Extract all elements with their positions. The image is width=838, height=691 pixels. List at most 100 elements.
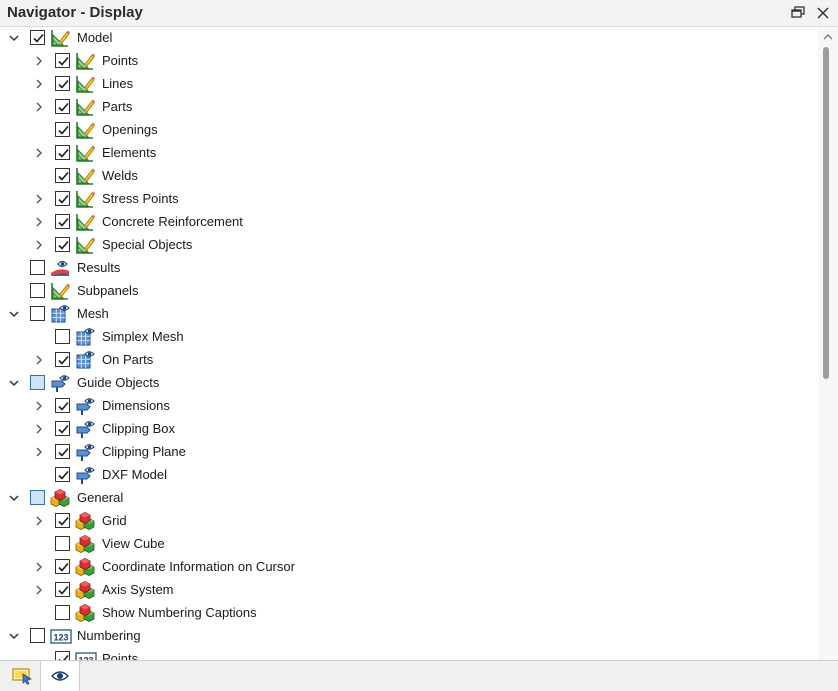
visibility-checkbox[interactable] [55, 214, 70, 229]
tree-item[interactable]: Grid [0, 510, 818, 533]
chevron-right-icon[interactable] [33, 400, 45, 412]
chevron-down-icon[interactable] [8, 377, 20, 389]
tree-item-label: Concrete Reinforcement [102, 214, 243, 229]
tree-item[interactable]: Results [0, 257, 818, 280]
tree-item[interactable]: Points [0, 50, 818, 73]
navigator-tab-bar [0, 660, 838, 691]
mesh-icon [50, 304, 70, 324]
visibility-checkbox[interactable] [55, 559, 70, 574]
chevron-down-icon[interactable] [8, 492, 20, 504]
chevron-right-icon[interactable] [33, 193, 45, 205]
tree-item[interactable]: Subpanels [0, 280, 818, 303]
tree-item[interactable]: Simplex Mesh [0, 326, 818, 349]
visibility-checkbox[interactable] [55, 168, 70, 183]
close-icon[interactable] [816, 6, 830, 20]
visibility-checkbox[interactable] [55, 76, 70, 91]
tree-item[interactable]: Model [0, 27, 818, 50]
tree-item-label: On Parts [102, 352, 154, 367]
tree-item[interactable]: DXF Model [0, 464, 818, 487]
tree-item[interactable]: Dimensions [0, 395, 818, 418]
tree-item[interactable]: Elements [0, 142, 818, 165]
tree-item[interactable]: Clipping Plane [0, 441, 818, 464]
scroll-up-arrow-icon[interactable] [822, 29, 834, 40]
tree-item-label: DXF Model [102, 467, 168, 482]
visibility-checkbox[interactable] [55, 536, 70, 551]
tree-item-label: Dimensions [102, 398, 170, 413]
tree-item[interactable]: On Parts [0, 349, 818, 372]
tree-item[interactable]: Mesh [0, 303, 818, 326]
tree-item[interactable]: Coordinate Information on Cursor [0, 556, 818, 579]
chevron-down-icon[interactable] [8, 308, 20, 320]
visibility-checkbox[interactable] [55, 582, 70, 597]
tree-item[interactable]: Parts [0, 96, 818, 119]
visibility-checkbox[interactable] [55, 53, 70, 68]
tree-item[interactable]: Show Numbering Captions [0, 602, 818, 625]
visibility-checkbox[interactable] [55, 237, 70, 252]
tree-item-label: General [77, 490, 124, 505]
visibility-checkbox[interactable] [55, 467, 70, 482]
chevron-right-icon[interactable] [33, 55, 45, 67]
visibility-checkbox[interactable] [30, 490, 45, 505]
tree-item[interactable]: View Cube [0, 533, 818, 556]
visibility-checkbox[interactable] [55, 99, 70, 114]
chevron-right-icon[interactable] [33, 101, 45, 113]
restore-window-icon[interactable] [790, 6, 806, 20]
general-cubes-icon [75, 534, 95, 554]
tree-item[interactable]: Lines [0, 73, 818, 96]
tree-item[interactable]: General [0, 487, 818, 510]
chevron-down-icon[interactable] [8, 630, 20, 642]
model-icon [75, 143, 95, 163]
visibility-checkbox[interactable] [55, 145, 70, 160]
chevron-right-icon[interactable] [33, 147, 45, 159]
visibility-checkbox[interactable] [30, 260, 45, 275]
chevron-right-icon[interactable] [33, 515, 45, 527]
tree-item[interactable]: Clipping Box [0, 418, 818, 441]
model-icon [75, 212, 95, 232]
chevron-right-icon[interactable] [33, 354, 45, 366]
tree-item[interactable]: Axis System [0, 579, 818, 602]
tree-item[interactable]: Special Objects [0, 234, 818, 257]
tree-item[interactable]: Stress Points [0, 188, 818, 211]
tree-item[interactable]: Guide Objects [0, 372, 818, 395]
tree-item-label: Lines [102, 76, 134, 91]
visibility-checkbox[interactable] [55, 398, 70, 413]
visibility-checkbox[interactable] [55, 421, 70, 436]
visibility-checkbox[interactable] [55, 329, 70, 344]
tree-item[interactable]: Openings [0, 119, 818, 142]
visibility-checkbox[interactable] [55, 122, 70, 137]
visibility-checkbox[interactable] [55, 444, 70, 459]
chevron-right-icon[interactable] [33, 78, 45, 90]
visibility-checkbox[interactable] [30, 375, 45, 390]
tree-item[interactable]: Welds [0, 165, 818, 188]
visibility-checkbox[interactable] [55, 651, 70, 660]
visibility-checkbox[interactable] [55, 352, 70, 367]
general-cubes-icon [75, 603, 95, 623]
tree-item-label: Clipping Plane [102, 444, 186, 459]
display-navigator-tab[interactable] [40, 661, 80, 691]
chevron-down-icon[interactable] [8, 32, 20, 44]
scrollbar-thumb[interactable] [823, 47, 829, 379]
visibility-checkbox[interactable] [55, 191, 70, 206]
tree-item[interactable]: Concrete Reinforcement [0, 211, 818, 234]
chevron-right-icon[interactable] [33, 423, 45, 435]
tree-item-label: Clipping Box [102, 421, 175, 436]
chevron-right-icon[interactable] [33, 446, 45, 458]
chevron-right-icon[interactable] [33, 584, 45, 596]
visibility-checkbox[interactable] [30, 306, 45, 321]
visibility-checkbox[interactable] [30, 283, 45, 298]
chevron-right-icon[interactable] [33, 239, 45, 251]
visibility-checkbox[interactable] [30, 30, 45, 45]
data-navigator-tab[interactable] [2, 661, 40, 691]
visibility-checkbox[interactable] [55, 605, 70, 620]
vertical-scrollbar[interactable] [818, 27, 838, 660]
tree-item[interactable]: 123Points [0, 648, 818, 660]
chevron-right-icon[interactable] [33, 561, 45, 573]
chevron-right-icon[interactable] [33, 216, 45, 228]
visibility-checkbox[interactable] [30, 628, 45, 643]
general-cubes-icon [75, 511, 95, 531]
panel-titlebar: Navigator - Display [0, 0, 838, 27]
mesh-icon [75, 350, 95, 370]
visibility-checkbox[interactable] [55, 513, 70, 528]
